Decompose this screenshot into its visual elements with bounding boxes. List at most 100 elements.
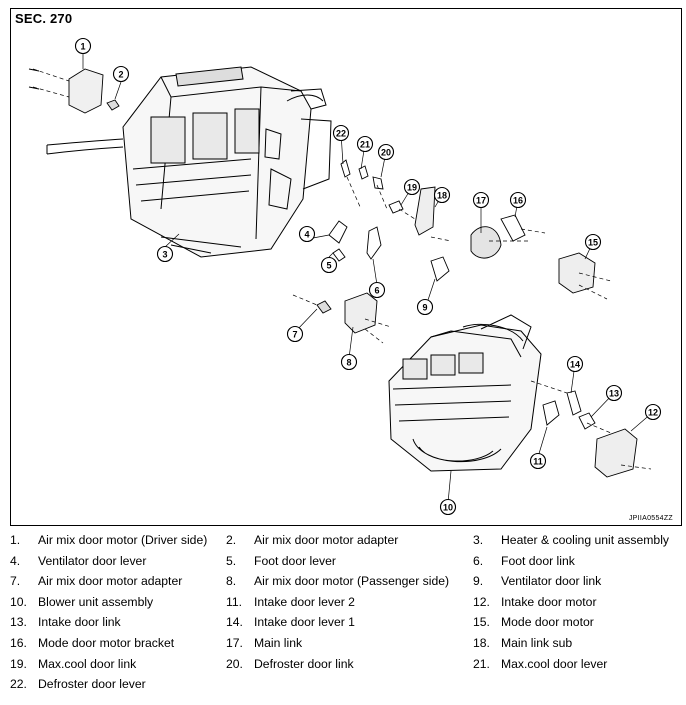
legend-item: 3. Heater & cooling unit assembly: [473, 533, 669, 548]
callout-4: 4: [298, 225, 316, 243]
legend-item: 13. Intake door link: [10, 615, 121, 630]
callout-11: 11: [529, 452, 547, 470]
legend-item-number: 6.: [473, 553, 484, 568]
callout-16: 16: [509, 191, 527, 209]
legend-item: 8.Air mix door motor (Passenger side): [226, 574, 449, 589]
legend-item-label: Main link: [254, 636, 303, 650]
callout-15: 15: [584, 233, 602, 251]
legend-item: 6. Foot door link: [473, 554, 575, 569]
blower-unit-drawing: [388, 314, 542, 472]
legend-item-label: Intake door link: [38, 615, 121, 630]
exploded-diagram-frame: SEC. 270: [10, 8, 682, 526]
legend-item: 7. Air mix door motor adapter: [10, 574, 182, 589]
legend-item-number: 19.: [10, 656, 27, 671]
legend-item: 14. Intake door lever 1: [226, 615, 355, 630]
callout-18: 18: [433, 186, 451, 204]
legend-item: 22. Defroster door lever: [10, 677, 146, 692]
legend-item-label: Foot door lever: [254, 553, 336, 568]
legend-item-number: 9.: [473, 574, 484, 589]
svg-text:3: 3: [162, 250, 167, 260]
svg-text:13: 13: [609, 389, 619, 399]
legend-item-number: 21.: [473, 656, 490, 671]
callout-3: 3: [156, 245, 174, 263]
legend-item-number: 1.: [10, 533, 21, 547]
figure-code: JPIIA0554ZZ: [628, 515, 673, 522]
legend-item-label: Heater & cooling unit assembly: [501, 533, 670, 547]
legend-item: 11. Intake door lever 2: [226, 595, 355, 610]
section-label: SEC. 270: [15, 11, 73, 26]
small-parts-drawing: [28, 68, 638, 478]
svg-text:5: 5: [326, 261, 331, 271]
legend-item-number: 16.: [10, 636, 27, 650]
legend-item: 12.Intake door motor: [473, 595, 597, 610]
legend-item: 21. Max.cool door lever: [473, 657, 607, 672]
legend-item: 1. Air mix door motor (Driver side): [10, 533, 207, 548]
legend-item-label: Air mix door motor (Driver side): [38, 533, 208, 547]
legend-item: 15. Mode door motor: [473, 615, 594, 630]
legend-item-number: 11.: [226, 594, 243, 609]
legend-item-label: Max.cool door link: [38, 656, 137, 671]
callout-9: 9: [416, 298, 434, 316]
legend-item: 9. Ventilator door link: [473, 574, 601, 589]
legend-item: 2.Air mix door motor adapter: [226, 533, 398, 548]
legend-item-label: Main link sub: [501, 636, 573, 650]
legend-item: 19. Max.cool door link: [10, 657, 136, 672]
legend-item-label: Ventilator door lever: [38, 553, 147, 568]
legend-item-label: Air mix door motor adapter: [38, 574, 183, 589]
svg-text:17: 17: [476, 196, 486, 206]
legend-item-label: Defroster door lever: [38, 677, 146, 692]
svg-text:8: 8: [346, 358, 351, 368]
legend-item-label: Intake door lever 1: [254, 615, 355, 630]
svg-text:1: 1: [80, 42, 85, 52]
svg-text:16: 16: [513, 196, 523, 206]
legend-item-label: Intake door lever 2: [254, 594, 355, 609]
svg-text:9: 9: [422, 303, 427, 313]
legend-item-number: 8.: [226, 574, 237, 589]
legend-item-number: 5.: [226, 553, 237, 568]
svg-text:15: 15: [588, 238, 598, 248]
legend-item-label: Foot door link: [501, 553, 575, 568]
legend-item: 17. Main link: [226, 636, 302, 651]
callout-19: 19: [403, 178, 421, 196]
callout-6: 6: [368, 281, 386, 299]
callout-10: 10: [439, 498, 457, 516]
callout-7: 7: [286, 325, 304, 343]
legend-item: 5. Foot door lever: [226, 554, 336, 569]
svg-text:6: 6: [374, 286, 379, 296]
legend-item-number: 15.: [473, 615, 490, 630]
svg-text:11: 11: [533, 457, 543, 467]
callout-21: 21: [356, 135, 374, 153]
svg-text:21: 21: [360, 140, 370, 150]
svg-text:2: 2: [118, 70, 123, 80]
legend-item-number: 7.: [10, 574, 21, 589]
legend-item-number: 3.: [473, 533, 484, 547]
legend-item: 4. Ventilator door lever: [10, 554, 146, 569]
svg-text:7: 7: [292, 330, 297, 340]
svg-text:22: 22: [336, 129, 346, 139]
legend-item-number: 20.: [226, 656, 243, 671]
legend-item-number: 22.: [10, 677, 27, 692]
legend-item-number: 13.: [10, 615, 27, 630]
heater-cooling-unit-drawing: [46, 66, 332, 258]
legend-item-number: 4.: [10, 553, 21, 568]
svg-text:14: 14: [570, 360, 580, 370]
legend-item-label: Blower unit assembly: [38, 594, 154, 609]
legend-item: 18. Main link sub: [473, 636, 572, 651]
legend-item-label: Mode door motor bracket: [38, 636, 175, 650]
legend-item-label: Max.cool door lever: [501, 656, 608, 671]
svg-text:12: 12: [648, 408, 658, 418]
legend-item-number: 14.: [226, 615, 243, 630]
callout-22: 22: [332, 124, 350, 142]
svg-text:10: 10: [443, 503, 453, 513]
legend-item-label: Mode door motor: [501, 615, 594, 630]
legend-item-number: 18.: [473, 636, 490, 650]
callout-20: 20: [377, 143, 395, 161]
legend-item-number: 2.: [226, 533, 237, 547]
legend-item-label: Defroster door link: [254, 656, 354, 671]
legend-item-number: 17.: [226, 636, 243, 650]
svg-text:20: 20: [381, 148, 391, 158]
legend-item: 10.Blower unit assembly: [10, 595, 153, 610]
legend-item-label: Ventilator door link: [501, 574, 602, 589]
svg-text:19: 19: [407, 183, 417, 193]
